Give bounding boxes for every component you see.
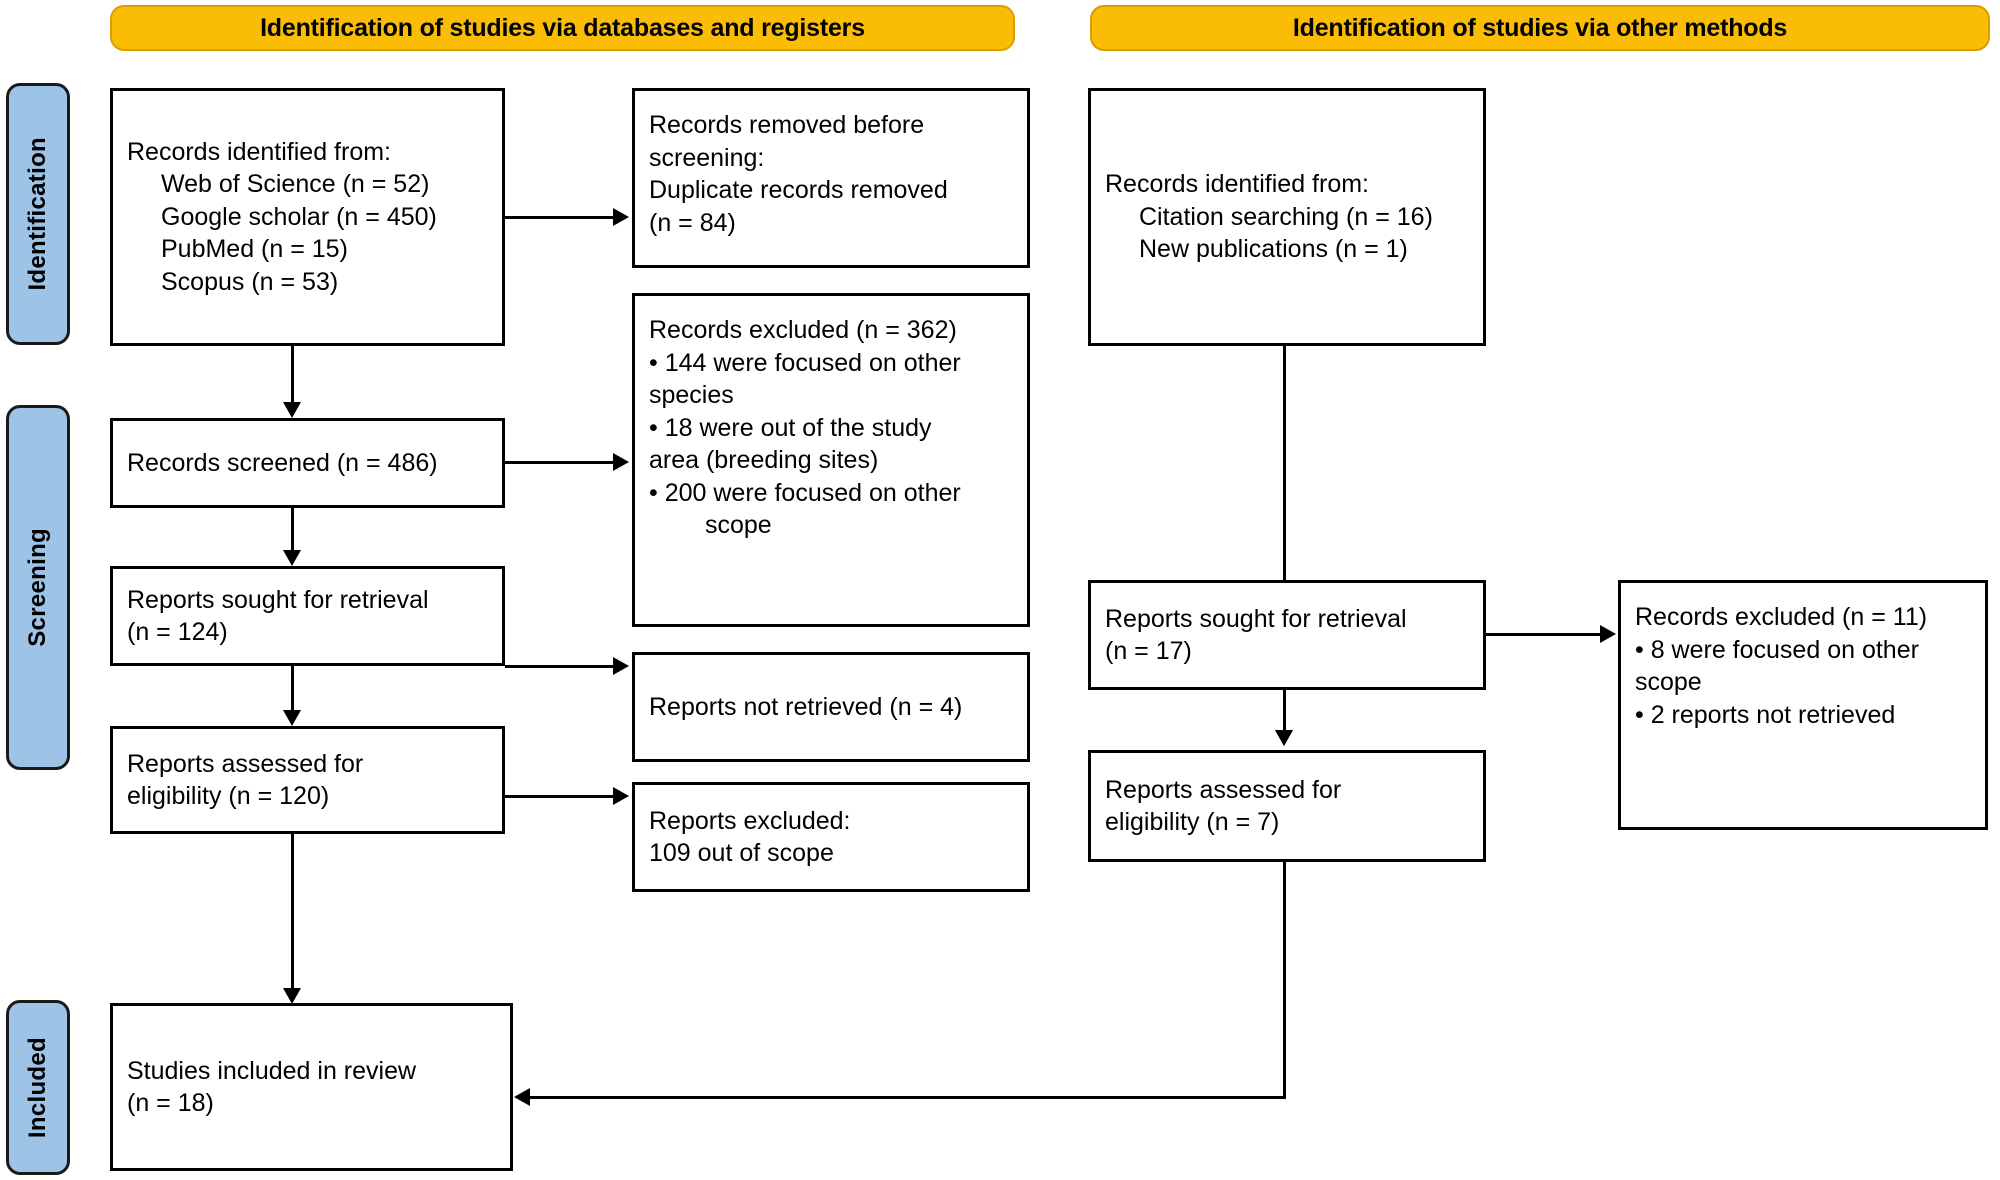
box-studies-included: Studies included in review (n = 18): [110, 1003, 513, 1171]
arrowhead-om-sought-to-excluded: [1600, 625, 1616, 643]
records-removed-line4: (n = 84): [649, 208, 736, 237]
box-records-identified-other-methods: Records identified from: Citation search…: [1088, 88, 1486, 346]
om-records-identified-title: Records identified from:: [1105, 170, 1370, 199]
arrowhead-om-assessed-to-included: [514, 1088, 530, 1106]
reports-not-retrieved-label: Reports not retrieved (n = 4): [649, 692, 963, 721]
reports-excluded-line1: Reports excluded:: [649, 806, 851, 835]
records-excluded-reason-3b: scope: [705, 511, 772, 539]
studies-included-line2: (n = 18): [127, 1089, 214, 1117]
records-identified-title: Records identified from:: [127, 137, 392, 166]
records-removed-line2: screening:: [649, 143, 765, 172]
arrowhead-screened-to-sought: [283, 550, 301, 566]
header-other-methods-label: Identification of studies via other meth…: [1292, 13, 1788, 42]
records-excluded-title: Records excluded (n = 362): [649, 316, 957, 344]
box-records-removed-before-screening: Records removed before screening: Duplic…: [632, 88, 1030, 268]
arrowhead-assessed-to-included: [283, 988, 301, 1004]
source-web-of-science: Web of Science (n = 52): [161, 170, 430, 199]
stage-pill-included: Included: [6, 1000, 70, 1175]
records-removed-line3: Duplicate records removed: [649, 176, 948, 204]
stage-pill-identification: Identification: [6, 83, 70, 345]
records-screened-label: Records screened (n = 486): [127, 448, 438, 477]
arrowhead-identified-to-screened: [283, 402, 301, 418]
om-reports-assessed-line1: Reports assessed for: [1105, 775, 1342, 804]
box-reports-assessed-other-methods: Reports assessed for eligibility (n = 7): [1088, 750, 1486, 862]
box-records-screened: Records screened (n = 486): [110, 418, 505, 508]
connector-om-assessed-to-included-vertical: [1283, 862, 1286, 1099]
box-reports-assessed-databases: Reports assessed for eligibility (n = 12…: [110, 726, 505, 834]
arrowhead-screened-to-excluded: [613, 453, 629, 471]
om-records-excluded-reason-1b: scope: [1635, 668, 1702, 696]
om-source-new-publications: New publications (n = 1): [1139, 235, 1408, 264]
stage-label-included: Included: [24, 1036, 51, 1139]
box-records-identified-databases: Records identified from: Web of Science …: [110, 88, 505, 346]
box-reports-sought-databases: Reports sought for retrieval (n = 124): [110, 566, 505, 666]
arrowhead-identified-to-removed: [613, 208, 629, 226]
box-reports-excluded-databases: Reports excluded: 109 out of scope: [632, 782, 1030, 892]
studies-included-line1: Studies included in review: [127, 1056, 417, 1085]
box-reports-sought-other-methods: Reports sought for retrieval (n = 17): [1088, 580, 1486, 690]
records-excluded-reason-2b: area (breeding sites): [649, 446, 879, 474]
stage-label-identification: Identification: [24, 137, 51, 291]
header-other-methods: Identification of studies via other meth…: [1090, 5, 1990, 51]
reports-assessed-line1: Reports assessed for: [127, 749, 364, 778]
box-reports-not-retrieved: Reports not retrieved (n = 4): [632, 652, 1030, 762]
box-records-excluded-databases: Records excluded (n = 362) • 144 were fo…: [632, 293, 1030, 627]
om-reports-sought-line1: Reports sought for retrieval: [1105, 604, 1407, 633]
records-excluded-reason-2a: • 18 were out of the study: [649, 413, 932, 442]
om-reports-assessed-line2: eligibility (n = 7): [1105, 808, 1280, 836]
reports-sought-line2: (n = 124): [127, 618, 228, 646]
records-excluded-reason-1a: • 144 were focused on other: [649, 348, 961, 377]
connector-om-assessed-to-included-horizontal: [530, 1096, 1286, 1099]
arrowhead-assessed-to-reports-excluded: [613, 787, 629, 805]
connector-om-sought-to-assessed: [1283, 690, 1286, 734]
arrowhead-om-sought-to-assessed: [1275, 730, 1293, 746]
connector-identified-to-screened: [291, 346, 294, 408]
source-pubmed: PubMed (n = 15): [161, 235, 348, 264]
om-records-excluded-reason-2: • 2 reports not retrieved: [1635, 700, 1896, 729]
box-records-excluded-other-methods: Records excluded (n = 11) • 8 were focus…: [1618, 580, 1988, 830]
connector-om-identified-to-sought: [1283, 346, 1286, 736]
connector-assessed-to-reports-excluded: [505, 795, 615, 798]
reports-assessed-line2: eligibility (n = 120): [127, 782, 330, 810]
arrowhead-sought-to-not-retrieved: [613, 657, 629, 675]
connector-sought-to-not-retrieved: [505, 665, 615, 668]
source-google-scholar: Google scholar (n = 450): [161, 202, 437, 231]
records-excluded-reason-1b: species: [649, 381, 734, 409]
connector-identified-to-removed: [505, 216, 615, 219]
arrowhead-sought-to-assessed: [283, 710, 301, 726]
header-databases-and-registers: Identification of studies via databases …: [110, 5, 1015, 51]
om-reports-sought-line2: (n = 17): [1105, 637, 1192, 665]
records-removed-line1: Records removed before: [649, 111, 925, 139]
connector-assessed-to-included: [291, 834, 294, 994]
om-source-citation-searching: Citation searching (n = 16): [1139, 202, 1433, 231]
source-scopus: Scopus (n = 53): [161, 267, 339, 296]
records-excluded-reason-3a: • 200 were focused on other: [649, 478, 961, 507]
connector-screened-to-excluded: [505, 461, 615, 464]
reports-excluded-line2: 109 out of scope: [649, 839, 834, 867]
om-records-excluded-reason-1a: • 8 were focused on other: [1635, 635, 1919, 664]
connector-om-sought-to-excluded: [1486, 633, 1602, 636]
stage-pill-screening: Screening: [6, 405, 70, 770]
header-databases-label: Identification of studies via databases …: [260, 13, 865, 42]
connector-sought-to-assessed: [291, 666, 294, 716]
stage-label-screening: Screening: [24, 528, 51, 647]
reports-sought-line1: Reports sought for retrieval: [127, 585, 429, 614]
connector-screened-to-sought: [291, 508, 294, 556]
om-records-excluded-title: Records excluded (n = 11): [1635, 603, 1928, 631]
